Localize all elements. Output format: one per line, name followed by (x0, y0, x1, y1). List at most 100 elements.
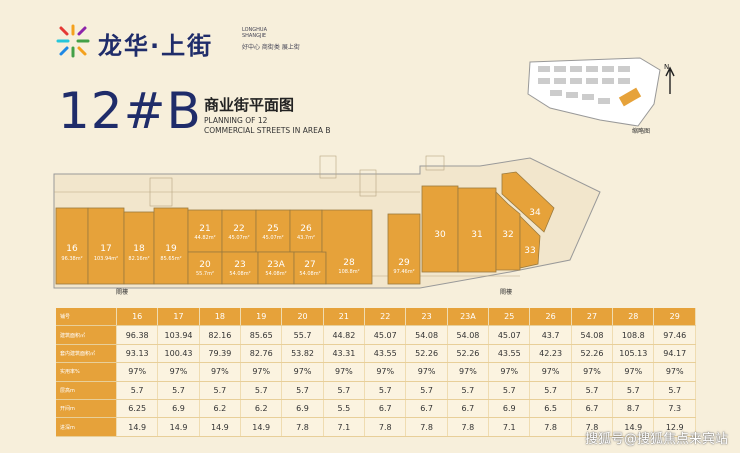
table-cell: 82.16 (199, 325, 242, 345)
table-cell: 54.08 (571, 325, 614, 345)
building-number: 12#B (58, 82, 202, 140)
table-cell: 8.7 (612, 399, 655, 419)
table-cell: 7.1 (323, 417, 366, 437)
column-header: 25 (488, 308, 531, 327)
table-cell: 97% (199, 362, 242, 382)
unit-26: 26 43.7m² (290, 210, 322, 252)
table-cell: 5.7 (488, 381, 531, 400)
unit-number: 16 (66, 244, 78, 254)
column-header: 18 (199, 308, 242, 327)
brand-mark-icon (56, 24, 90, 58)
table-cell: 6.2 (240, 399, 283, 419)
unit-area: 54.08m² (299, 271, 321, 277)
row-label: 开间m (56, 399, 117, 419)
table-cell: 6.9 (488, 399, 531, 419)
table-cell: 97% (281, 362, 324, 382)
title-english-line1: PLANNING OF 12 (204, 116, 268, 125)
unit-number: 32 (502, 230, 514, 240)
unit-area: 85.65m² (160, 256, 182, 262)
unit-area: 97.46m² (393, 269, 415, 275)
table-cell: 5.7 (653, 381, 696, 400)
brand-logo: 龙华·上街 LONGHUA SHANGJIE 好中心 商街类 展上街 (56, 24, 316, 64)
unit-number: 23 (234, 260, 246, 270)
unit-16: 16 96.38m² (56, 208, 88, 284)
table-cell: 45.07 (364, 325, 407, 345)
unit-number: 30 (434, 230, 446, 240)
table-cell: 43.7 (529, 325, 572, 345)
unit-33: 33 (520, 236, 540, 266)
table-cell: 5.7 (157, 381, 200, 400)
unit-18: 18 82.16m² (124, 212, 154, 284)
table-cell: 79.39 (199, 344, 242, 364)
table-cell: 6.9 (157, 399, 200, 419)
table-cell: 5.7 (612, 381, 655, 400)
north-arrow-label: N (664, 63, 670, 71)
unit-number: 23A (267, 260, 285, 270)
table-cell: 54.08 (405, 325, 448, 345)
title-english-line2: COMMERCIAL STREETS IN AREA B (204, 126, 331, 135)
table-cell: 45.07 (488, 325, 531, 345)
table-cell: 5.7 (447, 381, 490, 400)
unit-30: 30 (422, 186, 458, 272)
unit-number: 22 (233, 224, 245, 234)
table-cell: 97% (240, 362, 283, 382)
unit-28: 28 108.8m² (326, 250, 372, 284)
unit-area: 44.82m² (194, 235, 216, 241)
column-header: 20 (281, 308, 324, 327)
table-cell: 97.46 (653, 325, 696, 345)
table-cell: 103.94 (157, 325, 200, 345)
table-cell: 44.82 (323, 325, 366, 345)
table-cell: 82.76 (240, 344, 283, 364)
table-cell: 97% (571, 362, 614, 382)
brand-slogan: 好中心 商街类 展上街 (242, 44, 300, 51)
unit-area: 82.16m² (128, 256, 150, 262)
table-cell: 7.1 (488, 417, 531, 437)
table-cell: 14.9 (116, 417, 159, 437)
table-cell: 12.9 (653, 417, 696, 437)
unit-number: 29 (398, 258, 410, 268)
table-cell: 93.13 (116, 344, 159, 364)
brand-name: 龙华·上街 (98, 32, 214, 60)
key-map (527, 57, 675, 127)
unit-area: 55.7m² (195, 271, 214, 277)
header-label: 铺号 (56, 308, 117, 327)
unit-31: 31 (458, 188, 496, 272)
table-cell: 7.8 (405, 417, 448, 437)
table-cell: 97% (488, 362, 531, 382)
unit-number: 31 (471, 230, 483, 240)
unit-23: 23 54.08m² (222, 252, 258, 284)
table-cell: 5.5 (323, 399, 366, 419)
unit-25: 25 45.07m² (256, 210, 290, 252)
row-label: 层高m (56, 381, 117, 400)
unit-number: 19 (165, 244, 177, 254)
table-cell: 7.8 (447, 417, 490, 437)
table-cell: 5.7 (281, 381, 324, 400)
table-cell: 5.7 (199, 381, 242, 400)
column-header: 21 (323, 308, 366, 327)
table-cell: 97% (116, 362, 159, 382)
unit-22: 22 45.07m² (222, 210, 256, 252)
table-cell: 52.26 (447, 344, 490, 364)
unit-27: 27 54.08m² (294, 252, 326, 284)
table-cell: 85.65 (240, 325, 283, 345)
brand-english: LONGHUA SHANGJIE (242, 27, 267, 39)
row-label: 建筑面积㎡ (56, 325, 117, 345)
table-cell: 105.13 (612, 344, 655, 364)
table-cell: 97% (364, 362, 407, 382)
table-cell: 14.9 (157, 417, 200, 437)
unit-number: 18 (133, 244, 145, 254)
column-header: 17 (157, 308, 200, 327)
table-cell: 42.23 (529, 344, 572, 364)
table-cell: 6.7 (571, 399, 614, 419)
gate-label-left: 閘樓 (116, 289, 129, 296)
table-cell: 100.43 (157, 344, 200, 364)
row-label: 套内建筑面积㎡ (56, 344, 117, 364)
table-cell: 6.7 (405, 399, 448, 419)
column-header: 23A (447, 308, 490, 327)
table-cell: 54.08 (447, 325, 490, 345)
table-cell: 97% (157, 362, 200, 382)
title-english: PLANNING OF 12 COMMERCIAL STREETS IN ARE… (204, 116, 384, 136)
